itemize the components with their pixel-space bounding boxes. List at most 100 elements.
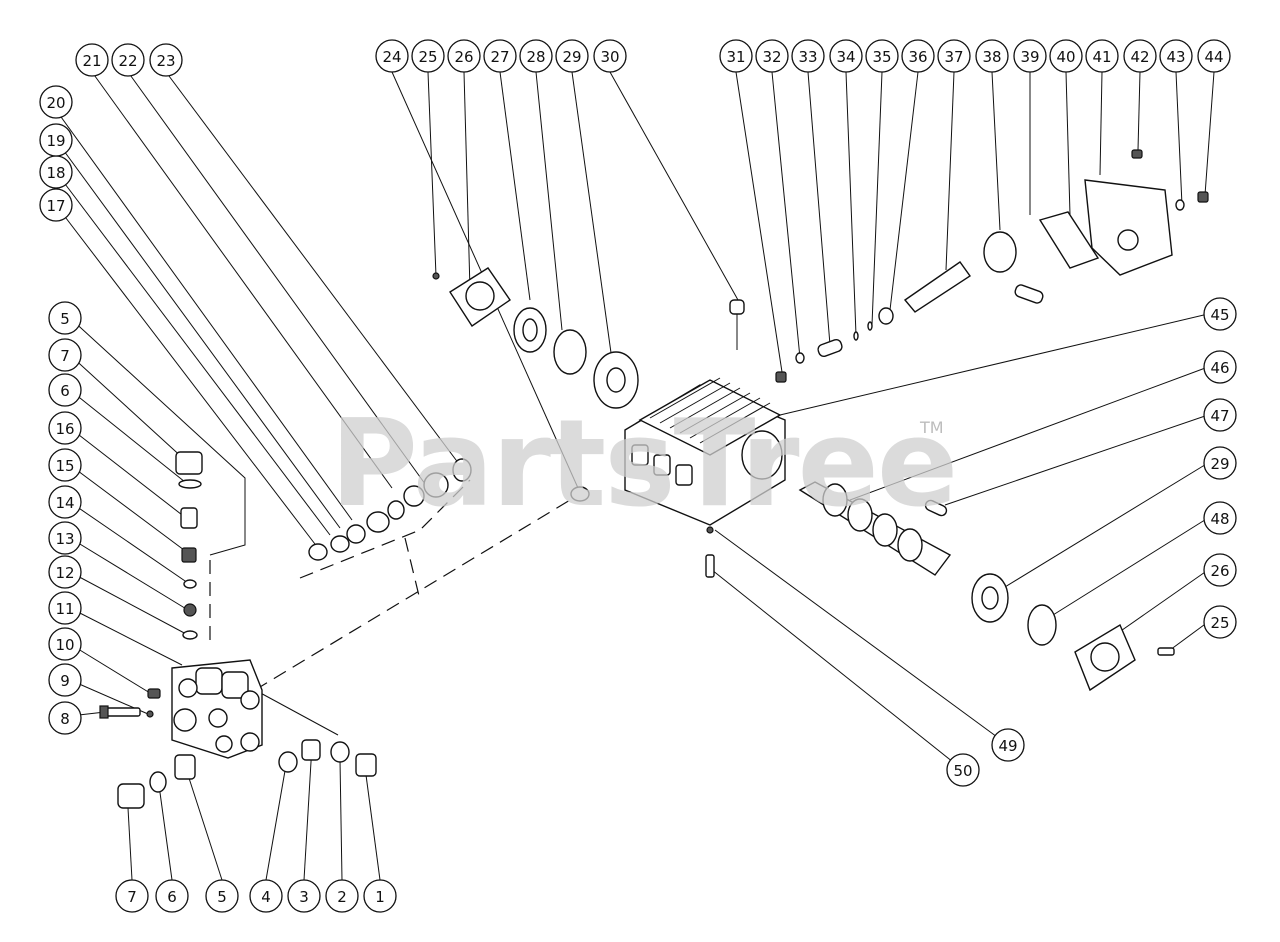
callout-circle <box>48 555 82 589</box>
callout-25: 25 <box>1203 605 1237 639</box>
callout-number: 9 <box>60 672 70 690</box>
callout-29: 29 <box>1203 446 1237 480</box>
callout-16: 16 <box>48 411 82 445</box>
callout-10: 10 <box>48 627 82 661</box>
callout-circle <box>975 39 1009 73</box>
callout-circle <box>48 448 82 482</box>
callout-circle <box>447 39 481 73</box>
callout-number: 7 <box>127 888 137 906</box>
callout-7: 7 <box>115 879 149 913</box>
callout-39: 39 <box>1013 39 1047 73</box>
callout-24: 24 <box>375 39 409 73</box>
callout-number: 6 <box>167 888 177 906</box>
callout-circle <box>593 39 627 73</box>
callout-number: 50 <box>953 762 972 780</box>
callout-34: 34 <box>829 39 863 73</box>
callout-number: 33 <box>798 48 817 66</box>
callout-number: 14 <box>55 494 74 512</box>
callout-circle <box>287 879 321 913</box>
callout-13: 13 <box>48 521 82 555</box>
callout-20: 20 <box>39 85 73 119</box>
callout-circle <box>363 879 397 913</box>
callout-circle <box>48 301 82 335</box>
callout-49: 49 <box>991 728 1025 762</box>
callout-circle <box>205 879 239 913</box>
callout-number: 23 <box>156 52 175 70</box>
callout-36: 36 <box>901 39 935 73</box>
callout-number: 8 <box>60 710 70 728</box>
callout-number: 28 <box>526 48 545 66</box>
callout-number: 43 <box>1166 48 1185 66</box>
callout-number: 7 <box>60 347 70 365</box>
callout-number: 36 <box>908 48 927 66</box>
callout-circle <box>519 39 553 73</box>
callout-circle <box>1123 39 1157 73</box>
callout-47: 47 <box>1203 398 1237 432</box>
callout-number: 30 <box>600 48 619 66</box>
callout-7: 7 <box>48 338 82 372</box>
callout-circle <box>1203 297 1237 331</box>
callout-number: 3 <box>299 888 309 906</box>
crankcase-left-parts <box>432 267 639 409</box>
callout-number: 32 <box>762 48 781 66</box>
callout-number: 20 <box>46 94 65 112</box>
callout-9: 9 <box>48 663 82 697</box>
callout-circle <box>48 411 82 445</box>
callout-number: 25 <box>418 48 437 66</box>
seal-ring-parts <box>308 458 590 561</box>
callout-circle <box>155 879 189 913</box>
callout-30: 30 <box>593 39 627 73</box>
callout-number: 38 <box>982 48 1001 66</box>
callout-circle <box>39 85 73 119</box>
callout-number: 1 <box>375 888 385 906</box>
callout-number: 5 <box>60 310 70 328</box>
callout-circle <box>325 879 359 913</box>
callout-45: 45 <box>1203 297 1237 331</box>
callout-circle <box>1203 501 1237 535</box>
callout-circle <box>1197 39 1231 73</box>
callout-33: 33 <box>791 39 825 73</box>
callout-number: 5 <box>217 888 227 906</box>
callout-number: 41 <box>1092 48 1111 66</box>
callout-circle <box>901 39 935 73</box>
callout-40: 40 <box>1049 39 1083 73</box>
callout-circle <box>1203 398 1237 432</box>
callout-circle <box>48 485 82 519</box>
callout-43: 43 <box>1159 39 1193 73</box>
callout-circle <box>115 879 149 913</box>
callout-number: 27 <box>490 48 509 66</box>
callout-number: 37 <box>944 48 963 66</box>
callout-number: 15 <box>55 457 74 475</box>
callout-25: 25 <box>411 39 445 73</box>
callout-circle <box>1203 553 1237 587</box>
callout-number: 6 <box>60 382 70 400</box>
callout-23: 23 <box>149 43 183 77</box>
callout-circle <box>48 521 82 555</box>
trademark-mark: TM <box>920 418 944 437</box>
callout-number: 12 <box>55 564 74 582</box>
callout-circle <box>149 43 183 77</box>
callout-46: 46 <box>1203 350 1237 384</box>
callout-15: 15 <box>48 448 82 482</box>
callout-41: 41 <box>1085 39 1119 73</box>
callout-number: 42 <box>1130 48 1149 66</box>
callout-2: 2 <box>325 879 359 913</box>
callout-circle <box>755 39 789 73</box>
callout-number: 22 <box>118 52 137 70</box>
callout-number: 35 <box>872 48 891 66</box>
callout-number: 39 <box>1020 48 1039 66</box>
callout-29: 29 <box>555 39 589 73</box>
callout-50: 50 <box>946 753 980 787</box>
callout-circle <box>719 39 753 73</box>
callout-circle <box>555 39 589 73</box>
callout-number: 21 <box>82 52 101 70</box>
callout-number: 40 <box>1056 48 1075 66</box>
assembly-dashed-lines <box>209 479 581 691</box>
callout-circle <box>48 701 82 735</box>
callout-number: 24 <box>382 48 401 66</box>
callout-circle <box>937 39 971 73</box>
callout-5: 5 <box>205 879 239 913</box>
callout-number: 25 <box>1210 614 1229 632</box>
callout-circle <box>39 123 73 157</box>
